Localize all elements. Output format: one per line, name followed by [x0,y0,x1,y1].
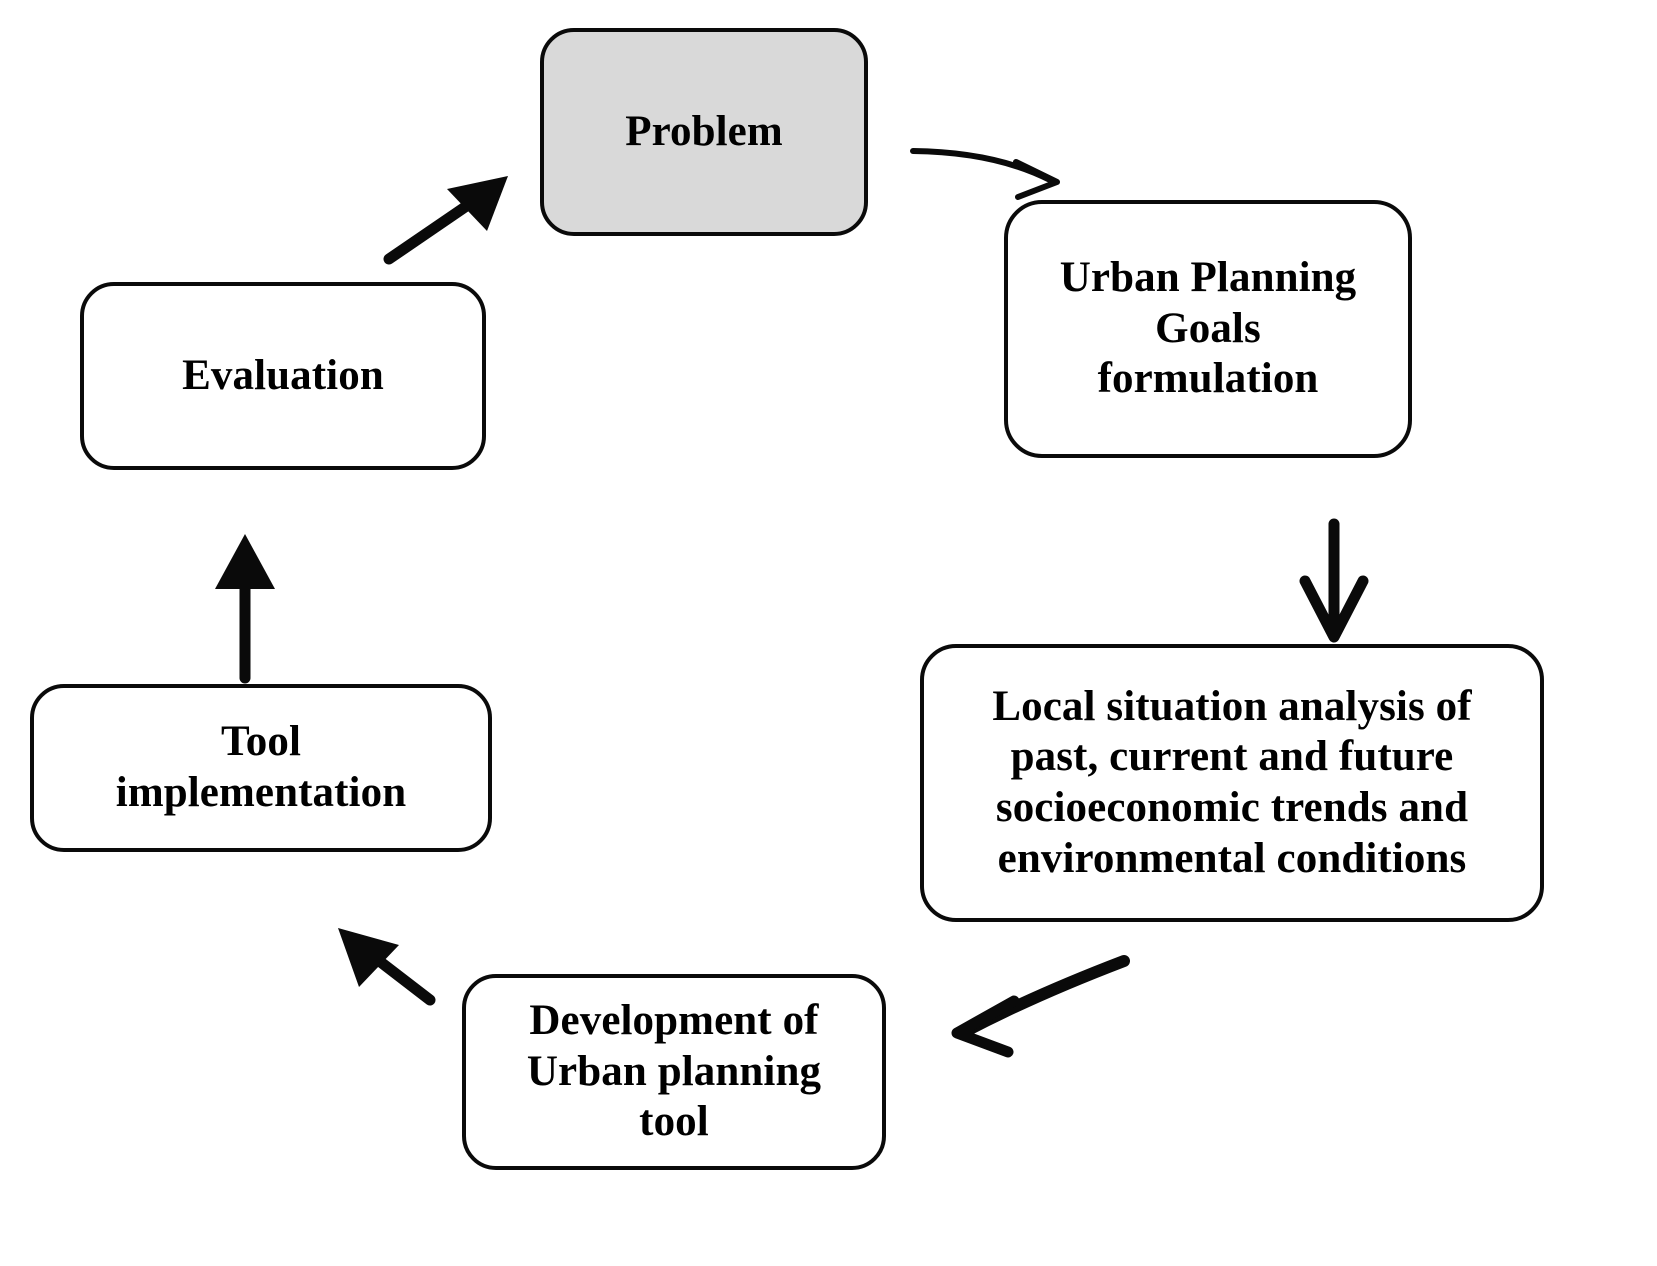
node-problem[interactable]: Problem [540,28,868,236]
edge-tool-to-evaluation [215,534,275,684]
edge-analysis-to-development [951,955,1130,1058]
edge-development-to-tool [338,928,436,1006]
node-local-situation-analysis[interactable]: Local situation analysis of past, curren… [920,644,1544,922]
edge-goals-to-analysis [1299,518,1369,643]
node-urban-planning-goals-formulation[interactable]: Urban Planning Goals formulation [1004,200,1412,458]
edge-evaluation-to-problem [383,176,508,265]
node-tool-implementation[interactable]: Tool implementation [30,684,492,852]
node-development-of-urban-planning-tool[interactable]: Development of Urban planning tool [462,974,886,1170]
edge-problem-to-goals [910,148,1060,200]
node-evaluation[interactable]: Evaluation [80,282,486,470]
